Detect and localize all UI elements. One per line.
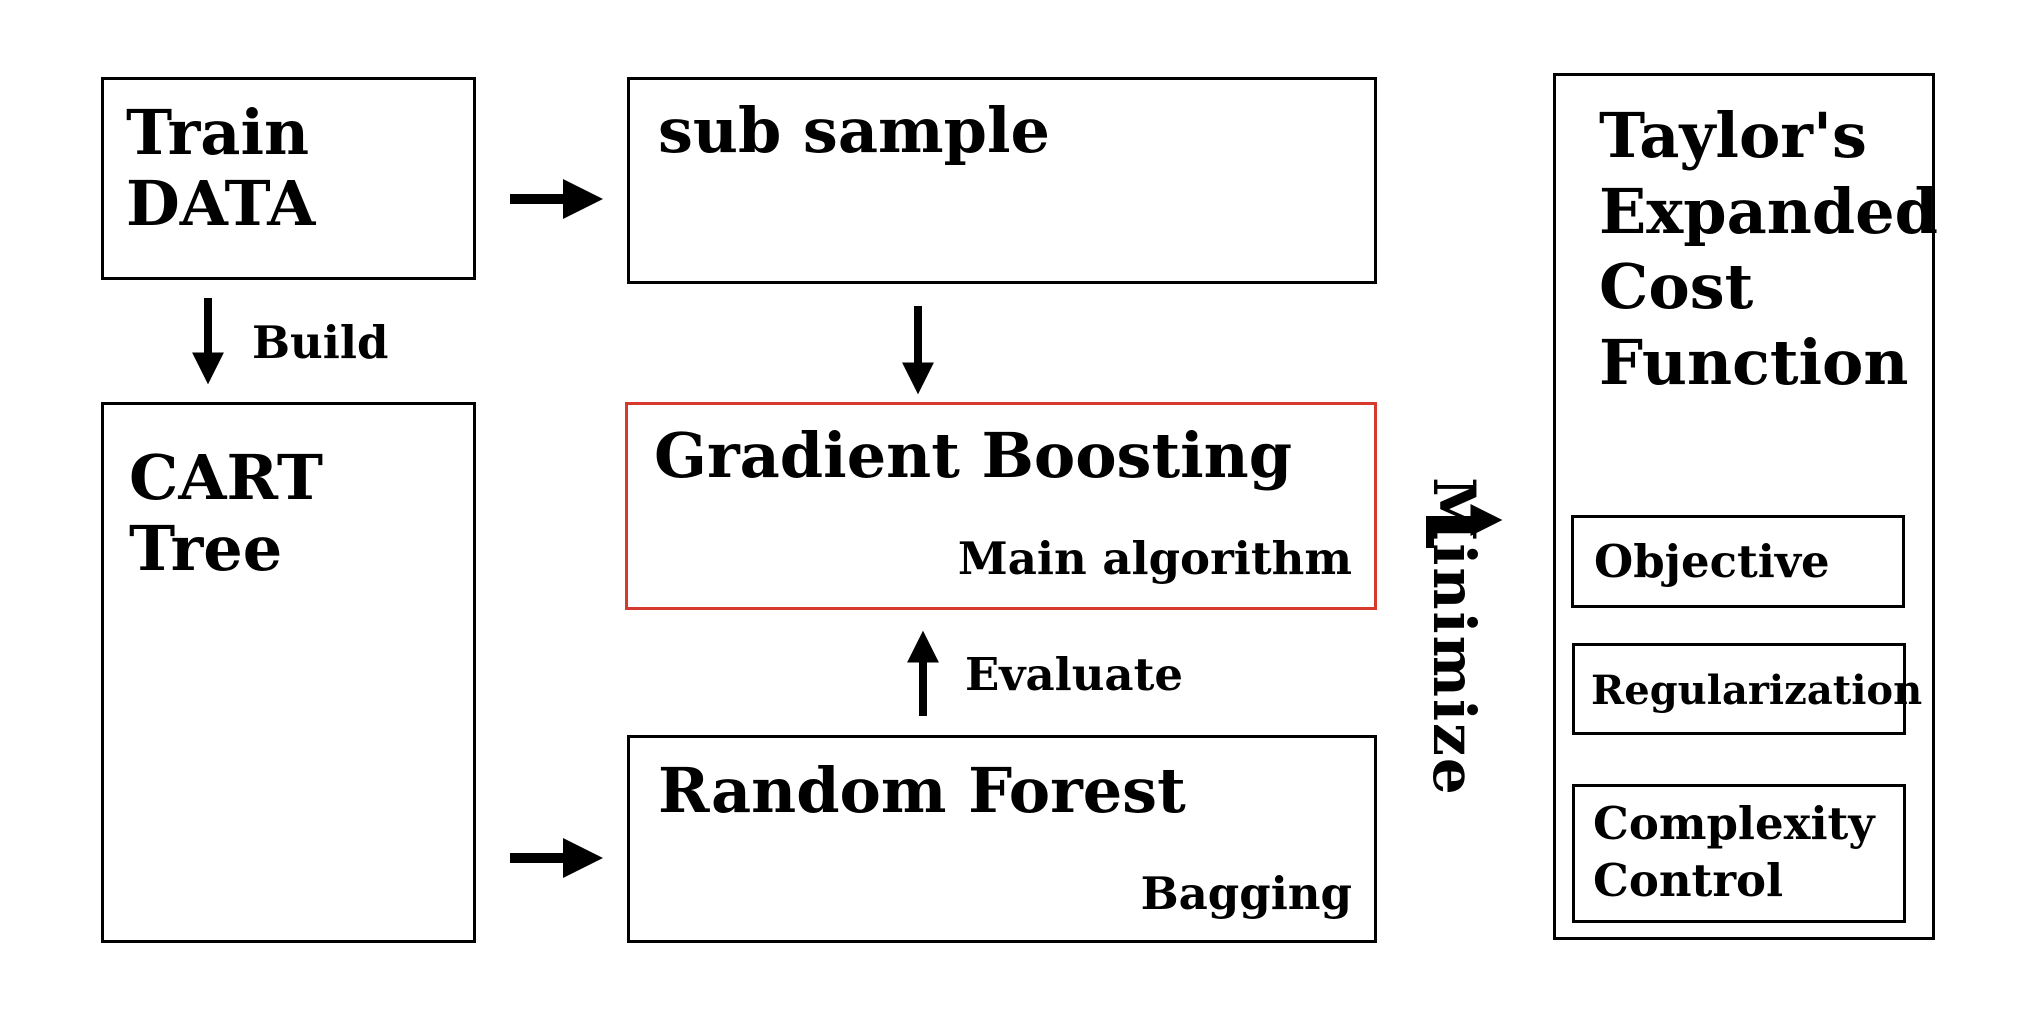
cart-tree-line1: CART <box>129 441 324 514</box>
build-label: Build <box>252 316 389 369</box>
gradient-boosting-box: Gradient Boosting Main algorithm <box>625 402 1377 610</box>
evaluate-label: Evaluate <box>965 648 1183 701</box>
sub-sample-title: sub sample <box>658 94 1050 167</box>
control-line: Control <box>1593 854 1784 908</box>
train-data-line1: Train <box>126 96 310 169</box>
minimize-label: Minimize <box>1420 477 1488 797</box>
complexity-line: Complexity <box>1593 797 1875 850</box>
train-data-title: Train DATA <box>126 96 316 240</box>
taylor-line1: Taylor's <box>1599 99 1867 172</box>
regularization-box: Regularization <box>1572 643 1922 735</box>
taylor-line4: Function <box>1599 325 1909 399</box>
sub-sample-box: sub sample <box>627 77 1377 284</box>
gradient-boosting-subtitle: Main algorithm <box>957 532 1352 585</box>
cart-tree-box: CART Tree <box>101 402 476 943</box>
train-data-box: Train DATA <box>101 77 476 280</box>
random-forest-box: Random Forest Bagging <box>627 735 1377 943</box>
taylor-line3: Cost <box>1599 250 1754 324</box>
objective-box: Objective <box>1571 515 1905 608</box>
complexity-control-label: Complexity Control <box>1593 795 1875 909</box>
objective-label: Objective <box>1594 535 1830 588</box>
random-forest-title: Random Forest <box>658 754 1186 827</box>
random-forest-subtitle: Bagging <box>1140 867 1352 920</box>
train-data-line2: DATA <box>126 166 316 240</box>
regularization-label: Regularization <box>1591 667 1923 714</box>
taylor-line2: Expanded <box>1599 174 1938 248</box>
cart-tree-title: CART Tree <box>129 441 324 585</box>
complexity-control-box: Complexity Control <box>1572 784 1906 923</box>
cart-tree-line2: Tree <box>129 511 283 585</box>
taylor-title: Taylor's Expanded Cost Function <box>1599 98 1938 401</box>
gradient-boosting-title: Gradient Boosting <box>654 419 1293 492</box>
